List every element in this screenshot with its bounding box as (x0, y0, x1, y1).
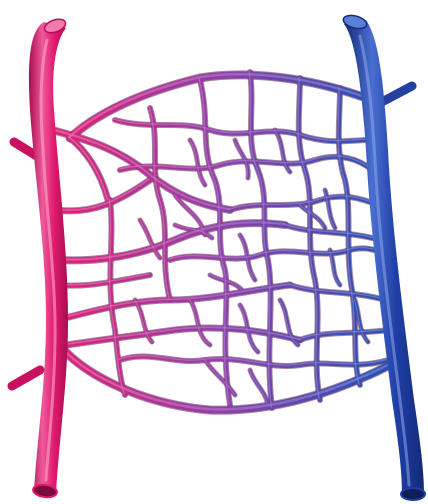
capillary-highlight-31 (204, 359, 234, 394)
arteriole-vessel (29, 22, 68, 492)
capillary-24 (190, 140, 205, 185)
venule (342, 13, 425, 500)
capillary-14 (110, 200, 125, 395)
arteriole (12, 17, 68, 499)
capillary-highlight-5 (59, 222, 284, 259)
venule-bottom-opening (401, 488, 425, 500)
venule-top-opening (342, 13, 368, 31)
arteriole-top-opening (43, 17, 68, 36)
capillary-7 (60, 328, 300, 346)
arteriole-branch-bottom (12, 370, 40, 386)
